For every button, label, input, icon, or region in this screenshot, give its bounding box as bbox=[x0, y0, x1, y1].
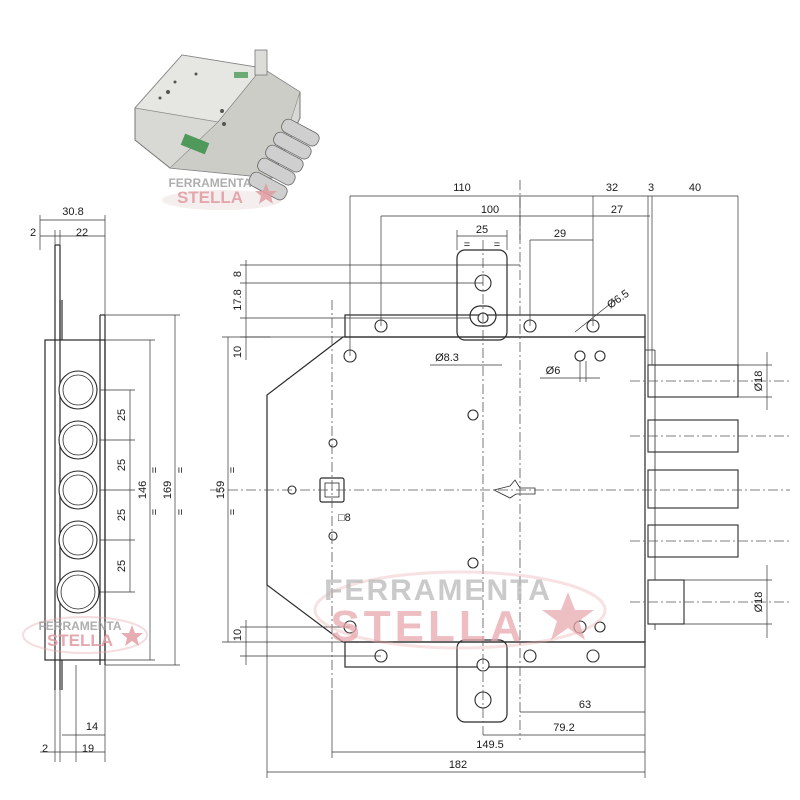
dim-79-2: 79.2 bbox=[553, 722, 574, 734]
dim-8: 8 bbox=[232, 271, 244, 277]
dim-side-body: 22 bbox=[76, 227, 88, 239]
eq-mark: = bbox=[175, 467, 187, 473]
watermark-small-line1: FERRAMENTA bbox=[38, 619, 121, 633]
label-d18-bottom: Ø18 bbox=[753, 592, 765, 613]
dim-pitch-3: 25 bbox=[116, 509, 128, 521]
eq-mark: = bbox=[464, 239, 470, 251]
front-bolts bbox=[647, 364, 739, 625]
dim-10-bottom: 10 bbox=[232, 629, 244, 641]
watermark-small-photo: FERRAMENTA STELLA bbox=[168, 176, 277, 207]
dim-side-width: 30.8 bbox=[62, 206, 83, 218]
label-d6-5: Ø6.5 bbox=[605, 288, 631, 312]
dim-17-8: 17.8 bbox=[232, 289, 244, 310]
dim-pitch-4: 25 bbox=[116, 560, 128, 572]
dim-bolt-span: 146 bbox=[137, 481, 149, 499]
front-view: 110 32 3 40 100 27 25 = = 29 8 17.8 10 1… bbox=[210, 180, 790, 778]
dim-foot-14: 14 bbox=[86, 721, 98, 733]
dim-25: 25 bbox=[476, 224, 488, 236]
side-bolt-circles bbox=[56, 370, 100, 614]
eq-mark: = bbox=[149, 467, 161, 473]
star-icon bbox=[542, 592, 594, 640]
eq-mark: = bbox=[227, 467, 239, 473]
dim-10-top: 10 bbox=[232, 346, 244, 358]
watermark-line1: FERRAMENTA bbox=[324, 574, 552, 607]
dim-149-5: 149.5 bbox=[476, 739, 504, 751]
eq-mark: = bbox=[494, 239, 500, 251]
dim-side-height: 169 bbox=[162, 481, 174, 499]
dim-32: 32 bbox=[606, 182, 618, 194]
eq-mark: = bbox=[149, 509, 161, 515]
dim-100: 100 bbox=[481, 204, 499, 216]
dim-pitch-1: 25 bbox=[116, 409, 128, 421]
watermark-small-left: FERRAMENTA STELLA bbox=[22, 616, 148, 654]
star-icon bbox=[255, 183, 277, 204]
eq-mark: = bbox=[227, 509, 239, 515]
lock-photo bbox=[134, 49, 320, 210]
dim-40: 40 bbox=[689, 182, 701, 194]
watermark-large: FERRAMENTA STELLA bbox=[313, 570, 607, 651]
star-icon bbox=[121, 625, 143, 646]
watermark-small-line2: STELLA bbox=[47, 631, 113, 650]
label-d8-3: Ø8.3 bbox=[435, 352, 459, 364]
dim-63: 63 bbox=[579, 699, 591, 711]
label-d6: Ø6 bbox=[546, 365, 561, 377]
dim-110: 110 bbox=[453, 182, 471, 194]
dim-182: 182 bbox=[449, 759, 467, 771]
dim-27: 27 bbox=[611, 204, 623, 216]
label-d18-top: Ø18 bbox=[753, 371, 765, 392]
watermark-photo-line2: STELLA bbox=[177, 188, 243, 207]
dim-side-plate: 2 bbox=[30, 227, 36, 239]
watermark-line2: STELLA bbox=[330, 602, 525, 651]
dim-foot-2: 2 bbox=[42, 743, 48, 755]
dim-3: 3 bbox=[648, 182, 654, 194]
eq-mark: = bbox=[175, 509, 187, 515]
dim-159: 159 bbox=[215, 481, 227, 499]
dim-pitch-2: 25 bbox=[116, 459, 128, 471]
label-square-8: □8 bbox=[338, 512, 351, 524]
watermark-photo-line1: FERRAMENTA bbox=[168, 176, 251, 190]
side-view: 30.8 2 22 25 25 25 25 146 = = 169 = = 14 bbox=[30, 206, 187, 762]
dim-foot-19: 19 bbox=[82, 743, 94, 755]
dim-29: 29 bbox=[554, 228, 566, 240]
